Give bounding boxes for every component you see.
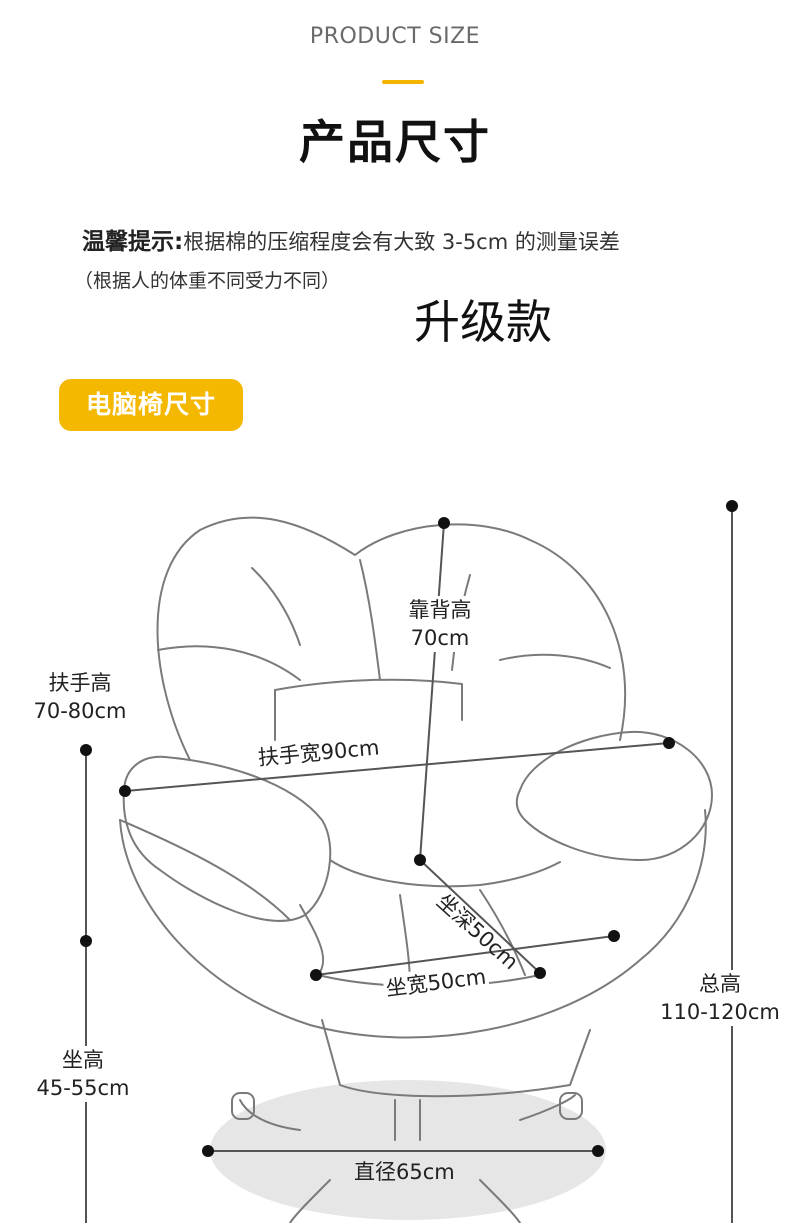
section-title-en: PRODUCT SIZE <box>309 24 481 49</box>
dimension-points <box>80 500 738 1157</box>
armrest-height-name: 扶手高 <box>48 671 112 695</box>
tip-note: （根据人的体重不同受力不同） <box>74 270 341 292</box>
seat-depth-line <box>419 859 541 974</box>
tip-text: 根据棉的压缩程度会有大致 3-5cm 的测量误差 <box>183 230 620 254</box>
seat-height-name: 坐高 <box>62 1048 104 1072</box>
total-height-value: 110-120cm <box>660 1000 780 1024</box>
seat-height-value: 45-55cm <box>36 1076 130 1100</box>
chair-size-badge: 电脑椅尺寸 <box>59 379 243 431</box>
backrest-height-label: 靠背高 70cm <box>395 596 485 652</box>
armrest-height-label: 扶手高 70-80cm <box>24 669 136 725</box>
dimension-lines <box>85 506 733 1223</box>
backrest-height-value: 70cm <box>410 626 470 650</box>
tip-label: 温馨提示: <box>82 229 184 255</box>
accent-divider <box>382 80 424 84</box>
chair-outline <box>119 516 713 1223</box>
seat-height-label: 坐高 45-55cm <box>28 1046 138 1102</box>
version-label: 升级款 <box>414 295 552 349</box>
diameter-label: 直径65cm <box>350 1158 459 1186</box>
measurement-tip: 温馨提示:根据棉的压缩程度会有大致 3-5cm 的测量误差 <box>82 222 620 256</box>
total-height-name: 总高 <box>699 972 741 996</box>
total-height-label: 总高 110-120cm <box>656 970 784 1026</box>
armrest-width-line <box>124 742 670 792</box>
armrest-height-value: 70-80cm <box>33 699 127 723</box>
backrest-height-line <box>419 522 445 861</box>
backrest-height-name: 靠背高 <box>408 598 472 622</box>
seat-width-line <box>315 935 615 976</box>
section-title-zh: 产品尺寸 <box>299 115 491 169</box>
